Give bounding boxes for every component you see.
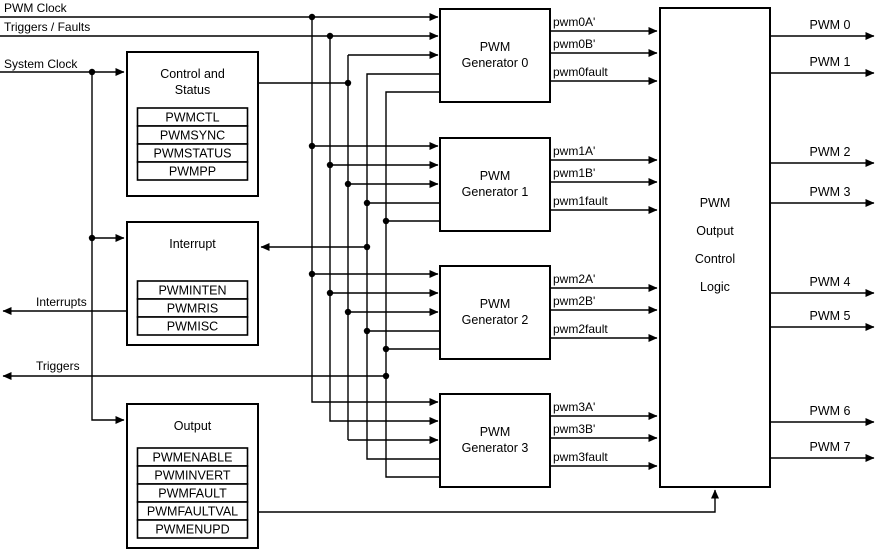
interrupts-label: Interrupts [36,295,87,309]
pwm-output-label-5: PWM 5 [810,309,851,323]
signal-label-pwm2fault: pwm2fault [553,322,608,336]
pwm-generator-0-box [439,8,551,103]
wire-trigger-bus [385,91,440,478]
register-label-pwminten: PWMINTEN [158,284,226,298]
register-label-pwmfault: PWMFAULT [158,487,227,501]
control-status-title: Status [175,83,210,97]
pwm-output-label-6: PWM 6 [810,404,851,418]
logic-title-line: Logic [700,280,730,294]
signal-label-pwm2a: pwm2A' [553,272,595,286]
junction-dot [308,13,316,21]
pwm-generator-1-box [439,137,551,232]
triggers-label: Triggers [36,359,80,373]
junction-dots-layer [88,13,390,380]
register-label-pwmisc: PWMISC [167,320,218,334]
junction-dot [88,68,96,76]
system-clock-label: System Clock [4,57,78,71]
junction-dot [382,345,390,353]
pwm-output-label-7: PWM 7 [810,440,851,454]
pwm-output-label-4: PWM 4 [810,275,851,289]
logic-title-line: Control [695,252,735,266]
interrupt-title: Interrupt [169,237,216,251]
register-box-pwmpp [136,161,249,181]
junction-dot [326,161,334,169]
labels-layer: PWM Clock Triggers / Faults System Clock… [4,1,851,464]
pwm-generator-1-title: Generator 1 [462,185,529,199]
pwm-generator-3-title: PWM [480,425,511,439]
pwm-output-label-1: PWM 1 [810,55,851,69]
pwm-generator-3-box [439,393,551,488]
signal-label-pwm3b: pwm3B' [553,422,595,436]
signal-label-pwm0fault: pwm0fault [553,65,608,79]
wire-pwm-clock-bus [311,17,439,406]
junction-dot [363,199,371,207]
signal-label-pwm3a: pwm3A' [553,400,595,414]
logic-title-line: PWM [700,196,731,210]
pwm-generator-0-title: PWM [480,40,511,54]
register-label-pwmfaultval: PWMFAULTVAL [147,505,238,519]
register-label-pwmsync: PWMSYNC [160,129,225,143]
register-box-pwmisc [136,316,249,336]
wire-sysclk-to-output-block [91,72,125,424]
control-status-title: Control and [160,67,225,81]
junction-dot [344,308,352,316]
junction-dot [382,372,390,380]
signal-label-pwm0a: pwm0A' [553,15,595,29]
register-label-pwmpp: PWMPP [169,165,216,179]
register-box-pwmenupd [136,519,249,539]
pwm-generator-0-title: Generator 0 [462,56,529,70]
register-label-pwmenupd: PWMENUPD [155,523,229,537]
register-label-pwmenable: PWMENABLE [153,451,233,465]
wire-interrupt-bus [366,73,440,460]
register-label-pwmris: PWMRIS [167,302,218,316]
register-label-pwmstatus: PWMSTATUS [153,147,231,161]
output-title: Output [174,419,212,433]
junction-dot [363,327,371,335]
wire-output-to-logic [258,489,719,513]
junction-dot [308,270,316,278]
junction-dot [363,243,371,251]
junction-dot [326,32,334,40]
junction-dot [308,142,316,150]
signal-label-pwm1a: pwm1A' [553,144,595,158]
register-label-pwmctl: PWMCTL [165,111,219,125]
junction-dot [326,289,334,297]
signal-label-pwm1fault: pwm1fault [553,194,608,208]
pwm-generator-1-title: PWM [480,169,511,183]
pwm-output-control-logic-box [659,7,771,488]
pwm-generator-2-box [439,265,551,360]
signal-label-pwm3fault: pwm3fault [553,450,608,464]
wire-faults-bus [329,36,439,425]
signal-label-pwm0b: pwm0B' [553,37,595,51]
junction-dot [382,217,390,225]
pwm-clock-label: PWM Clock [4,1,68,15]
register-label-pwminvert: PWMINVERT [154,469,231,483]
pwm-output-label-3: PWM 3 [810,185,851,199]
pwm-generator-2-title: Generator 2 [462,313,529,327]
triggers-faults-label: Triggers / Faults [4,20,90,34]
signal-label-pwm1b: pwm1B' [553,166,595,180]
signal-label-pwm2b: pwm2B' [553,294,595,308]
pwm-output-label-0: PWM 0 [810,18,851,32]
junction-dot [344,79,352,87]
pwm-output-label-2: PWM 2 [810,145,851,159]
junction-dot [344,180,352,188]
pwm-generator-3-title: Generator 3 [462,441,529,455]
logic-title-line: Output [696,224,734,238]
pwm-generator-2-title: PWM [480,297,511,311]
junction-dot [88,234,96,242]
